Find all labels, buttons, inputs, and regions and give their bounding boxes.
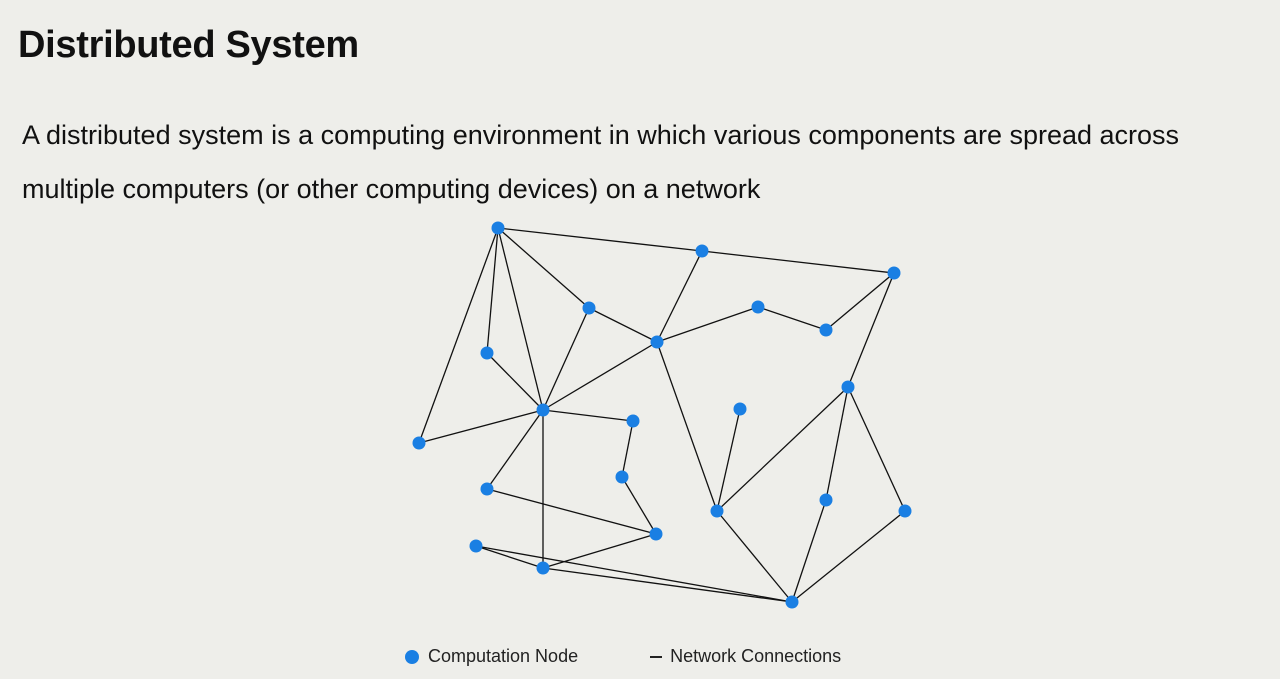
network-connection [621, 420, 634, 478]
network-connection [497, 227, 590, 309]
network-connection [656, 250, 703, 343]
computation-node [469, 539, 483, 553]
computation-node [695, 244, 709, 258]
computation-node [841, 380, 855, 394]
legend-item-edge: Network Connections [650, 646, 841, 667]
computation-node [491, 221, 505, 235]
network-connection [542, 341, 658, 411]
legend: Computation Node Network Connections [405, 646, 841, 667]
network-connection [497, 227, 703, 252]
legend-edge-label: Network Connections [670, 646, 842, 666]
network-connection [621, 476, 657, 535]
network-connection [418, 227, 499, 444]
computation-node [536, 403, 550, 417]
computation-node [412, 436, 426, 450]
network-connection [542, 567, 793, 603]
legend-item-node: Computation Node [405, 646, 578, 667]
computation-node [898, 504, 912, 518]
computation-node [480, 482, 494, 496]
network-connection [791, 499, 827, 603]
computation-node [887, 266, 901, 280]
network-connection [791, 510, 906, 603]
network-connection [656, 341, 718, 512]
network-connection [716, 510, 793, 603]
network-connection [757, 306, 827, 331]
network-connection [542, 409, 634, 422]
network-connection [656, 306, 759, 343]
computation-node-icon [405, 649, 419, 664]
computation-node [785, 595, 799, 609]
network-connection [588, 307, 658, 343]
network-connection [847, 386, 906, 512]
network-connection [486, 227, 499, 354]
description-text: A distributed system is a computing envi… [22, 120, 1180, 204]
network-connection [825, 272, 895, 331]
computation-node [649, 527, 663, 541]
network-connection [542, 307, 590, 411]
network-connection-icon [650, 655, 663, 658]
network-connection [418, 409, 544, 444]
computation-node [615, 470, 629, 484]
computation-node [733, 402, 747, 416]
computation-node [626, 414, 640, 428]
computation-node [480, 346, 494, 360]
computation-node [650, 335, 664, 349]
network-connection [847, 272, 895, 388]
network-connection [475, 545, 793, 603]
network-connection [825, 386, 849, 501]
network-connection [542, 533, 657, 569]
edges-layer [418, 227, 906, 603]
computation-node [582, 301, 596, 315]
network-connection [497, 227, 544, 411]
network-connection [486, 488, 657, 535]
computation-node [819, 493, 833, 507]
network-connection [716, 408, 741, 512]
computation-node [819, 323, 833, 337]
computation-node [751, 300, 765, 314]
computation-node [536, 561, 550, 575]
network-connection [716, 386, 849, 512]
network-connection [486, 352, 544, 411]
computation-node [710, 504, 724, 518]
network-connection [486, 409, 544, 490]
page-title: Distributed System [18, 24, 359, 66]
legend-node-label: Computation Node [428, 646, 579, 666]
network-connection [701, 250, 895, 274]
network-connection [475, 545, 544, 569]
nodes-layer [412, 221, 912, 609]
